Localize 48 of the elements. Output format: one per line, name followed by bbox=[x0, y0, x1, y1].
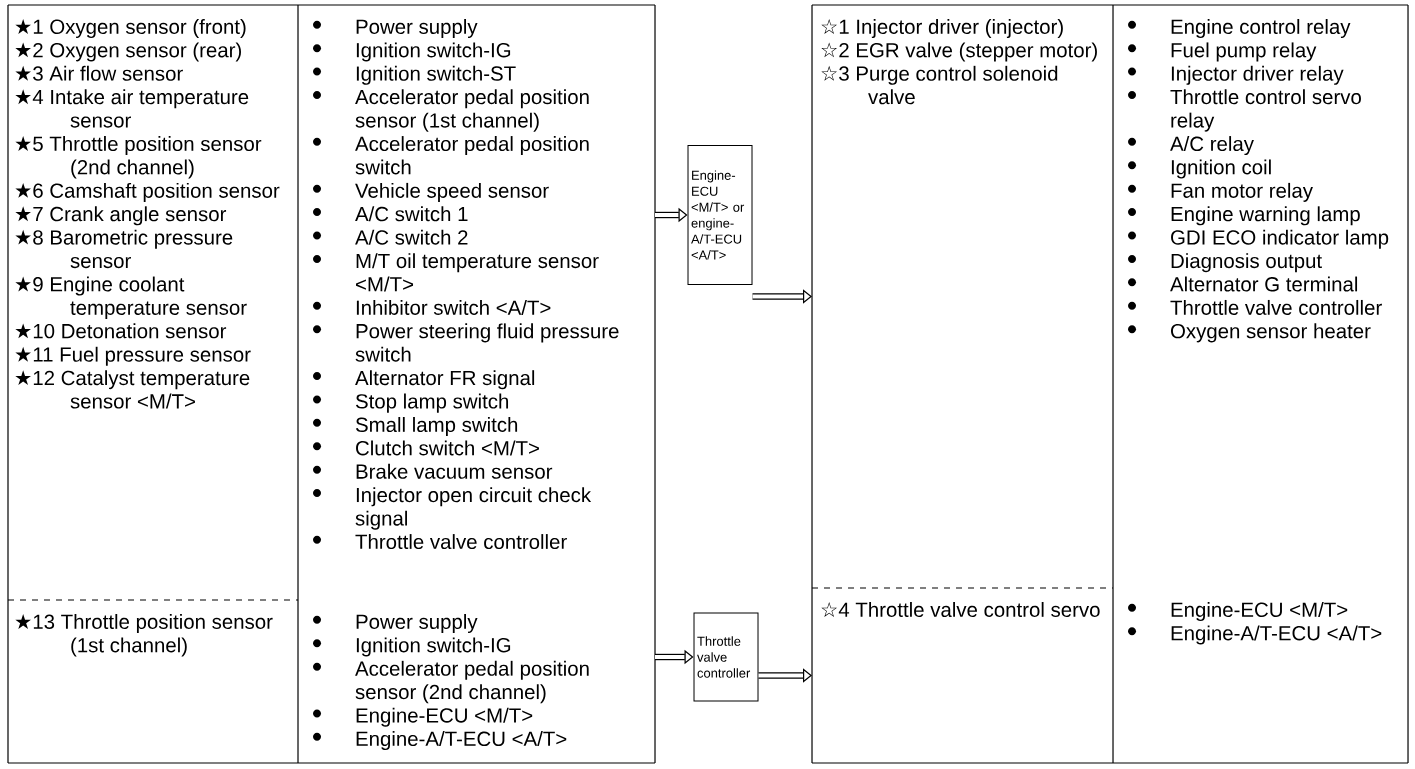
node-label: Alternator FR signal bbox=[355, 370, 535, 390]
node-label: Small lamp switch bbox=[355, 417, 518, 437]
list-cell: ☆4 Throttle valve control servo bbox=[811, 587, 1114, 764]
node-label: Throttle valve controller bbox=[355, 534, 567, 550]
node-label: Fan motor relay bbox=[1171, 182, 1313, 202]
node-label: A/C switch 2 bbox=[355, 229, 468, 245]
list-cell: Engine control relay Fuel pump relay Injector driver relay Throttle control servo relay A/C relay Ignition coil Fan motor relay Engine warning lamp GDI ECO indicator lamp Diagnosis output Alternator G terminal Throttle valve controller Oxygen sensor heater bbox=[1112, 4, 1409, 589]
list-cell: ★1 Oxygen sensor (front) ★2 Oxygen sensor (rear) ★3 Air flow sensor ★4 Intake air temperature sensor ★5 Throttle position sensor (2nd channel) ★6 Camshaft position sensor ★7 Crank angle sensor ★8 Barometric pressure sensor ★9 Engine coolant temperature sensor ★10 Detonation sensor ★11 Fuel pressure sensor ★12 Catalyst temperature sensor <M/T> bbox=[7, 4, 299, 601]
node-label: Oxygen sensor heater bbox=[1170, 323, 1371, 343]
node-label: M/T oil temperature sensor <M/T> bbox=[356, 253, 599, 292]
node-label: Accelerator pedal position sensor (2nd channel) bbox=[355, 660, 589, 704]
node-label: Accelerator pedal position sensor (1st channel) bbox=[355, 89, 589, 132]
node-label: Engine control relay bbox=[1171, 19, 1351, 39]
node-label: Stop lamp switch bbox=[355, 393, 509, 413]
node-label: Engine warning lamp bbox=[1171, 206, 1360, 226]
node-label: Alternator G terminal bbox=[1170, 276, 1358, 292]
node-label: Inhibitor switch <A/T> bbox=[356, 299, 551, 315]
node-label: Ignition switch-ST bbox=[356, 65, 516, 85]
list-cell: Power supply Ignition switch-IG Ignition switch-ST Accelerator pedal position sensor (1st channel) Accelerator pedal position switch Vehicle speed sensor A/C switch 1 A/C switch 2 M/T oil temperature sensor <M/T> Inhibitor switch <A/T> Power steering fluid pressure switch Alternator FR signal Stop lamp switch Small lamp switch Clutch switch <M/T> Brake vacuum sensor Injector open circuit check signal Throttle valve controller bbox=[297, 4, 656, 601]
node-label: Ignition coil bbox=[1171, 159, 1271, 179]
node-label: Power supply bbox=[356, 614, 478, 634]
node-label: A/C switch 1 bbox=[355, 206, 468, 222]
node-label: Injector open circuit check signal bbox=[355, 487, 592, 530]
node-label: A/C relay bbox=[1170, 136, 1254, 156]
node-label: Diagnosis output bbox=[1171, 253, 1322, 273]
node-label: Vehicle speed sensor bbox=[355, 182, 549, 202]
list-cell: ☆1 Injector driver (injector) ☆2 EGR valve (stepper motor) ☆3 Purge control solenoid valve bbox=[811, 4, 1114, 589]
node-label: Engine-A/T-ECU <A/T> bbox=[356, 731, 567, 751]
node-label: Ignition switch-IG bbox=[356, 42, 511, 62]
node-label: Injector driver relay bbox=[1171, 65, 1344, 85]
list-cell: ★13 Throttle position sensor (1st channel) bbox=[7, 599, 299, 764]
node-label: Ignition switch-IG bbox=[356, 637, 511, 657]
node-label: Engine-ECU <M/T> bbox=[356, 707, 533, 727]
node-label: Engine-A/T-ECU <A/T> bbox=[1171, 625, 1382, 645]
list-cell: Power supply Ignition switch-IG Accelerator pedal position sensor (2nd channel) Engine-ECU <M/T> Engine-A/T-ECU <A/T> bbox=[297, 599, 656, 764]
controller-box: Throttle valve controller bbox=[693, 612, 759, 702]
node-label: Throttle valve controller bbox=[1170, 299, 1382, 315]
node-label: Brake vacuum sensor bbox=[356, 463, 553, 479]
list-cell: Engine-ECU <M/T> Engine-A/T-ECU <A/T> bbox=[1112, 587, 1409, 764]
node-label: GDI ECO indicator lamp bbox=[1171, 229, 1389, 249]
node-label: Throttle control servo relay bbox=[1170, 89, 1361, 132]
controller-box: Engine-ECU <M/T> or engine-A/T-ECU <A/T> bbox=[687, 145, 753, 285]
node-label: Engine-ECU <M/T> bbox=[1171, 602, 1348, 622]
node-label: Fuel pump relay bbox=[1171, 42, 1317, 62]
node-label: Power supply bbox=[356, 19, 478, 39]
node-label: Accelerator pedal position switch bbox=[355, 136, 589, 175]
node-label: Clutch switch <M/T> bbox=[356, 440, 539, 456]
node-label: Power steering fluid pressure switch bbox=[355, 323, 619, 362]
